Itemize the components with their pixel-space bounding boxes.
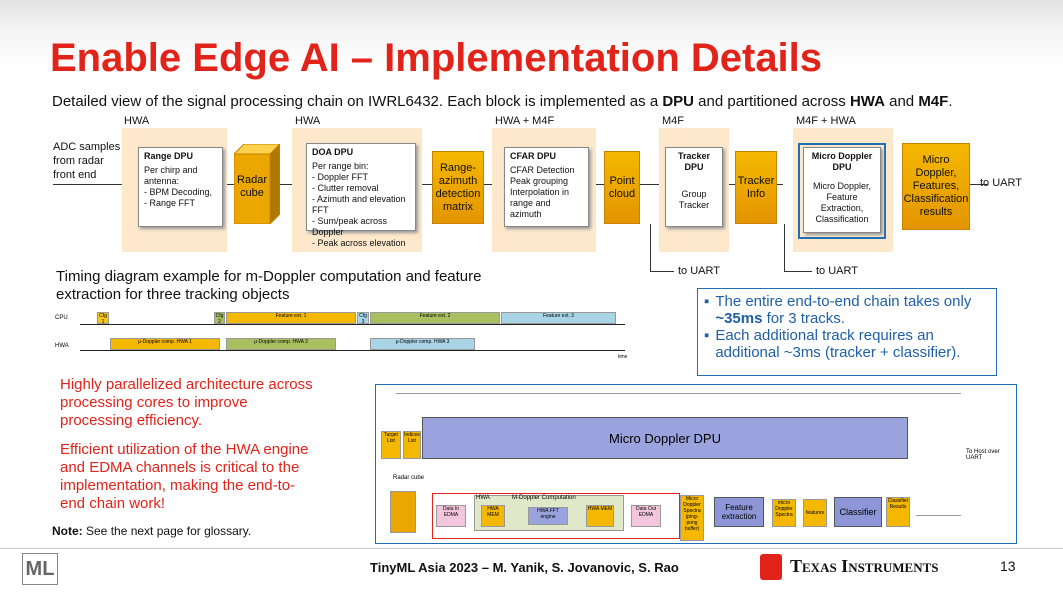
cpu-timeline [80, 324, 625, 325]
classifier-block: Classifier [834, 497, 882, 527]
feat2-block: Feature ext. 2 [370, 312, 500, 324]
to-host-label: To Host over UART [966, 449, 1000, 461]
block-top-line [396, 393, 961, 394]
block-out-line [916, 515, 961, 516]
footer-divider [0, 548, 1063, 549]
hwa3-block: μ-Doppler comp. HWA 3 [370, 338, 475, 350]
block-radar-cube [390, 491, 416, 533]
out-arrow [970, 184, 988, 185]
range-azimuth-matrix: Range-azimuth detection matrix [432, 151, 484, 224]
radar-cube-block: Radar cube [232, 142, 282, 226]
cfg1-block: Cfg 1 [97, 312, 109, 325]
ti-wordmark: Texas Instruments [790, 556, 939, 576]
radar-cube-label: Radar cube [237, 174, 267, 199]
uart-line-2 [784, 224, 785, 272]
mdoppler-label: M-Doppler Computation [512, 495, 576, 501]
point-cloud-block: Point cloud [604, 151, 640, 224]
target-list-block: Target List [381, 431, 401, 459]
hwa-timeline [80, 350, 625, 351]
to-uart-3: to UART [816, 265, 858, 277]
callout-bullet-2: Each additional track requires an additi… [715, 327, 961, 361]
to-uart-2: to UART [678, 265, 720, 277]
group-label-micro: M4F + HWA [796, 115, 856, 127]
tracker-info-block: Tracker Info [735, 151, 777, 224]
doa-dpu-block: DOA DPU Per range bin:- Doppler FFT- Clu… [306, 143, 416, 248]
group-label-cfar: HWA + M4F [495, 115, 555, 127]
page-subtitle: Detailed view of the signal processing c… [52, 93, 953, 110]
data-in-edma: Data In EDMA [436, 505, 466, 527]
feat1-block: Feature ext. 1 [226, 312, 356, 324]
cfg3-block: Cfg 3 [357, 312, 369, 325]
hwa-fft-engine: HWA FFT engine [528, 507, 568, 525]
results-block: Micro Doppler, Features, Classification … [902, 143, 970, 230]
features-block: features [803, 499, 827, 527]
footer-credit: TinyML Asia 2023 – M. Yanik, S. Jovanovi… [370, 560, 679, 575]
cpu-label: CPU [55, 315, 68, 321]
micro-doppler-dpu-block: Micro Doppler DPU Micro Doppler,Feature … [803, 147, 881, 233]
feature-extraction-block: Feature extraction [714, 497, 764, 527]
time-label: time [618, 354, 628, 360]
indices-list-block: Indices List [403, 431, 421, 459]
hwa-label: HWA [476, 495, 490, 501]
hwa1-block: μ-Doppler comp. HWA 1 [110, 338, 220, 350]
uart-arrow-1 [650, 271, 674, 272]
hwa2-block: μ-Doppler comp. HWA 2 [226, 338, 336, 350]
tinyml-logo: ML [22, 553, 58, 585]
feat3-block: Feature ext. 3 [501, 312, 616, 324]
group-label-range: HWA [124, 115, 150, 127]
page-number: 13 [1000, 558, 1016, 574]
left-paragraph-1: Highly parallelized architecture across … [60, 376, 313, 429]
mdoppler-frame [432, 493, 680, 539]
callout-box: ▪The entire end-to-end chain takes only … [697, 288, 997, 376]
left-paragraph-2: Efficient utilization of the HWA engine … [60, 441, 309, 512]
page-title: Enable Edge AI – Implementation Details [50, 36, 823, 80]
block-diagram: Micro Doppler DPU Target List Indices Li… [375, 384, 1017, 544]
uart-line-1 [650, 224, 651, 272]
micro-doppler-dpu-bar: Micro Doppler DPU [422, 417, 908, 459]
data-out-edma: Data Out EDMA [631, 505, 661, 527]
block-radar-cube-label: Radar cube [393, 475, 425, 481]
to-uart-1: to UART [980, 177, 1022, 189]
group-label-doa: HWA [295, 115, 321, 127]
cfg2-block: Cfg 2 [214, 312, 225, 325]
hwa-label: HWA [55, 343, 69, 349]
ti-logo-icon [760, 554, 782, 580]
hwa-mem-1: HWA MEM [481, 505, 505, 527]
group-label-tracker: M4F [662, 115, 684, 127]
uart-arrow-2 [784, 271, 812, 272]
spectra-buffer: Micro Doppler Spectra (ping-pong buffer) [680, 495, 704, 541]
classifier-results-block: Classifier Results [886, 497, 910, 527]
timing-heading: Timing diagram example for m-Doppler com… [56, 268, 482, 303]
hwa-mem-2: HWA MEM [586, 505, 614, 527]
note-text: Note: See the next page for glossary. [52, 524, 252, 538]
callout-bullet-1: The entire end-to-end chain takes only ~… [715, 293, 972, 327]
micro-spectra-block: micro Doppler Spectra [772, 499, 796, 527]
